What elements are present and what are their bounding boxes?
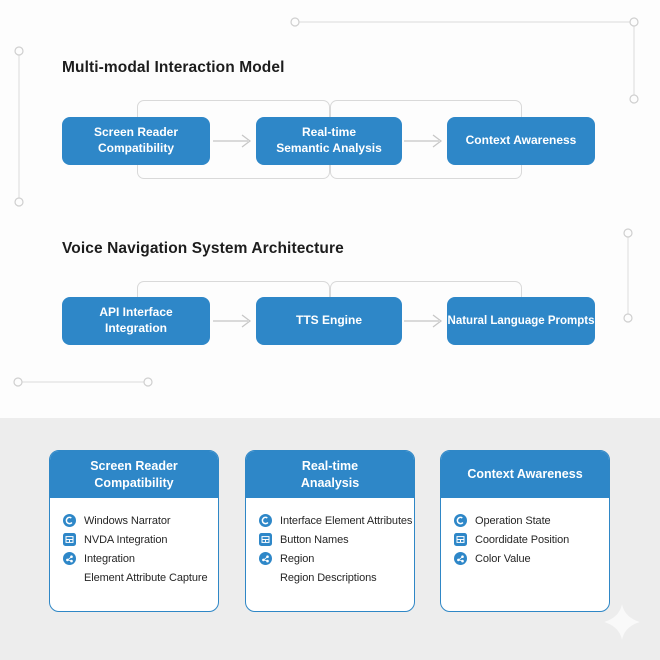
card-body: Interface Element Attributes Button Name… — [246, 498, 414, 587]
flow-node-tts-engine: TTS Engine — [256, 297, 402, 345]
list-item: Interface Element Attributes — [259, 511, 412, 530]
flow-node-natural-language-prompts: Natural Language Prompts — [447, 297, 595, 345]
table-icon — [454, 533, 467, 546]
section-title-multimodal: Multi-modal Interaction Model — [62, 59, 285, 76]
card-body: Windows Narrator NVDA Integration Integr… — [50, 498, 218, 587]
list-item: Color Value — [454, 549, 599, 568]
flow-node-screen-reader-compatibility: Screen Reader Compatibility — [62, 117, 210, 165]
list-item: Windows Narrator — [63, 511, 208, 530]
card-header: Context Awareness — [441, 451, 609, 498]
card-screen-reader-compatibility: Screen Reader Compatibility Windows Narr… — [49, 450, 219, 612]
share-icon — [454, 552, 467, 565]
section-title-voice-navigation: Voice Navigation System Architecture — [62, 240, 344, 257]
card-context-awareness: Context Awareness Operation State Coordi… — [440, 450, 610, 612]
list-item: NVDA Integration — [63, 530, 208, 549]
sync-icon — [454, 514, 467, 527]
share-icon — [63, 552, 76, 565]
list-item: Coordidate Position — [454, 530, 599, 549]
table-icon — [259, 533, 272, 546]
list-item: Button Names — [259, 530, 404, 549]
flow-node-api-interface-integration: API Interface Integration — [62, 297, 210, 345]
flow-node-context-awareness: Context Awareness — [447, 117, 595, 165]
list-item: Region Descriptions — [280, 571, 377, 584]
list-item: Element Attribute Capture — [84, 571, 208, 584]
card-body: Operation State Coordidate Position Colo… — [441, 498, 609, 568]
list-item: Region — [259, 549, 404, 568]
table-icon — [63, 533, 76, 546]
sync-icon — [259, 514, 272, 527]
card-realtime-analysis: Real-time Anaalysis Interface Element At… — [245, 450, 415, 612]
list-item: Operation State — [454, 511, 599, 530]
card-header: Screen Reader Compatibility — [50, 451, 218, 498]
share-icon — [259, 552, 272, 565]
flow-node-realtime-semantic-analysis: Real-time Semantic Analysis — [256, 117, 402, 165]
card-header: Real-time Anaalysis — [246, 451, 414, 498]
list-item: Integration — [63, 549, 208, 568]
sync-icon — [63, 514, 76, 527]
